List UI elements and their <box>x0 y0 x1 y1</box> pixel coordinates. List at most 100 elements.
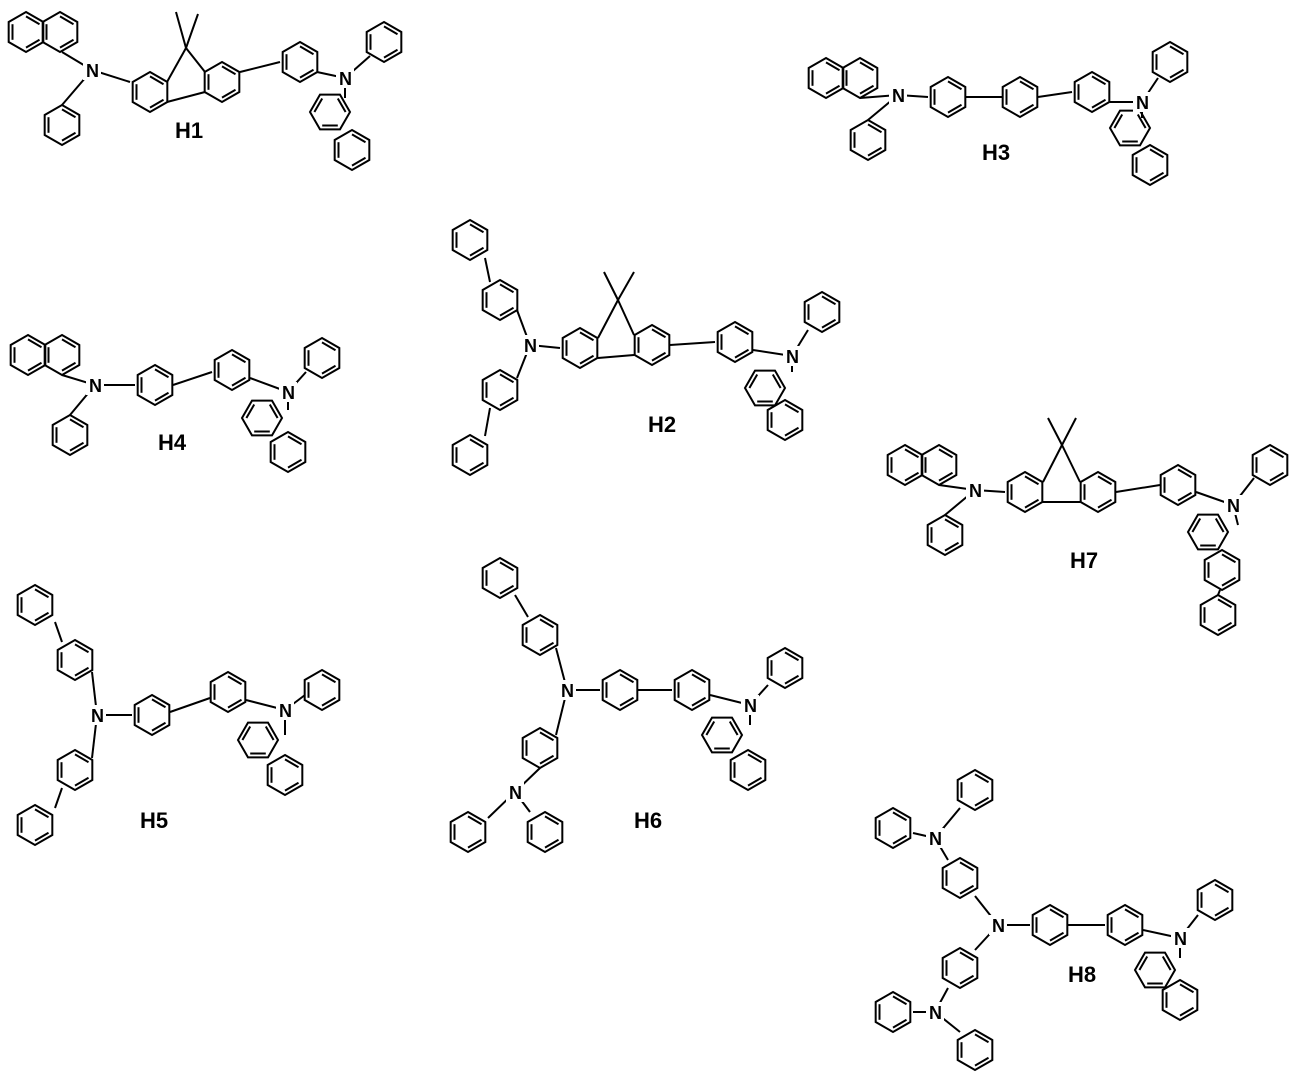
compound-label-h7: H7 <box>1070 548 1098 574</box>
bond-h7 <box>1116 485 1160 492</box>
benzene-ring-h3 <box>851 120 886 160</box>
bond-h1 <box>167 48 186 82</box>
benzene-ring-h8 <box>1033 905 1068 945</box>
bond-h7 <box>1043 445 1062 482</box>
benzene-ring-h8 <box>958 1030 993 1070</box>
bond-h1 <box>240 62 280 72</box>
benzene-ring-h1 <box>205 62 240 102</box>
bond-h3 <box>1038 92 1072 97</box>
benzene-ring-h8 <box>943 858 978 898</box>
benzene-ring-h2 <box>635 325 670 365</box>
benzene-ring-h6 <box>702 718 742 753</box>
benzene-ring-h1 <box>310 95 350 130</box>
bond-h1 <box>186 14 198 48</box>
benzene-ring-h3 <box>1153 42 1188 82</box>
benzene-ring-h4 <box>53 415 88 455</box>
benzene-ring-h2 <box>483 280 518 320</box>
benzene-ring-h6 <box>528 812 563 852</box>
benzene-ring-h3 <box>809 58 844 98</box>
benzene-ring-h5 <box>268 755 303 795</box>
benzene-ring-h4 <box>242 401 282 436</box>
nitrogen-atom-label: N <box>279 701 292 721</box>
benzene-ring-h2 <box>453 435 488 475</box>
benzene-ring-h7 <box>1161 465 1196 505</box>
benzene-ring-h7 <box>1081 472 1116 512</box>
compound-label-h6: H6 <box>634 808 662 834</box>
benzene-ring-h2 <box>745 371 785 406</box>
benzene-ring-h8 <box>876 992 911 1032</box>
benzene-ring-h8 <box>1135 953 1175 988</box>
bond-h7 <box>1048 418 1062 445</box>
compound-label-h4: H4 <box>158 430 186 456</box>
benzene-ring-h7 <box>922 445 957 485</box>
benzene-ring-h2 <box>453 220 488 260</box>
bond-h2 <box>598 300 618 338</box>
benzene-ring-h2 <box>483 370 518 410</box>
nitrogen-atom-label: N <box>561 681 574 701</box>
benzene-ring-h6 <box>523 615 558 655</box>
bond-h7 <box>1218 590 1220 595</box>
nitrogen-atom-label: N <box>524 336 537 356</box>
benzene-ring-h3 <box>1133 145 1168 185</box>
benzene-ring-h3 <box>1075 72 1110 112</box>
nitrogen-atom-label: N <box>1174 929 1187 949</box>
benzene-ring-h4 <box>11 335 46 375</box>
benzene-ring-h6 <box>603 670 638 710</box>
nitrogen-atom-label: N <box>89 376 102 396</box>
bond-h7 <box>1062 445 1080 482</box>
bond-h2 <box>618 272 634 300</box>
bond-h5 <box>55 622 62 642</box>
bond-h1 <box>167 92 205 102</box>
benzene-ring-h8 <box>876 808 911 848</box>
benzene-ring-h3 <box>843 58 878 98</box>
benzene-ring-h4 <box>45 335 80 375</box>
benzene-ring-h5 <box>305 670 340 710</box>
benzene-ring-h8 <box>1163 980 1198 1020</box>
bond-h1 <box>186 48 205 72</box>
benzene-ring-h8 <box>1108 905 1143 945</box>
benzene-ring-h4 <box>271 432 306 472</box>
benzene-ring-h7 <box>1201 595 1236 635</box>
compound-label-h5: H5 <box>140 808 168 834</box>
nitrogen-atom-label: N <box>1227 496 1240 516</box>
benzene-ring-h1 <box>335 130 370 170</box>
bond-h5 <box>55 788 62 808</box>
benzene-ring-h7 <box>1008 472 1043 512</box>
benzene-ring-h4 <box>305 338 340 378</box>
benzene-ring-h6 <box>523 728 558 768</box>
nitrogen-atom-label: N <box>929 829 942 849</box>
benzene-ring-h2 <box>718 322 753 362</box>
benzene-ring-h7 <box>1253 445 1288 485</box>
benzene-ring-h3 <box>1110 111 1150 146</box>
benzene-ring-h7 <box>888 445 923 485</box>
compound-label-h3: H3 <box>982 140 1010 166</box>
benzene-ring-h6 <box>731 750 766 790</box>
benzene-ring-h5 <box>58 640 93 680</box>
nitrogen-atom-label: N <box>86 61 99 81</box>
benzene-ring-h1 <box>45 105 80 145</box>
benzene-ring-h6 <box>768 648 803 688</box>
compound-label-h8: H8 <box>1068 962 1096 988</box>
bond-h2 <box>485 258 490 282</box>
benzene-ring-h7 <box>928 515 963 555</box>
compound-label-h1: H1 <box>175 118 203 144</box>
nitrogen-atom-label: N <box>509 783 522 803</box>
benzene-ring-h1 <box>9 12 44 52</box>
nitrogen-atom-label: N <box>969 481 982 501</box>
bond-h2 <box>670 342 715 345</box>
benzene-ring-h1 <box>43 12 78 52</box>
nitrogen-atom-label: N <box>786 347 799 367</box>
benzene-ring-h6 <box>675 670 710 710</box>
benzene-ring-h8 <box>943 948 978 988</box>
benzene-ring-h5 <box>135 695 170 735</box>
nitrogen-atom-label: N <box>892 86 905 106</box>
benzene-ring-h5 <box>18 585 53 625</box>
benzene-ring-h1 <box>367 22 402 62</box>
benzene-ring-h2 <box>805 292 840 332</box>
bond-h2 <box>598 355 634 358</box>
benzene-ring-h1 <box>133 72 168 112</box>
nitrogen-atom-label: N <box>929 1003 942 1023</box>
nitrogen-atom-label: N <box>282 383 295 403</box>
benzene-ring-h3 <box>931 77 966 117</box>
